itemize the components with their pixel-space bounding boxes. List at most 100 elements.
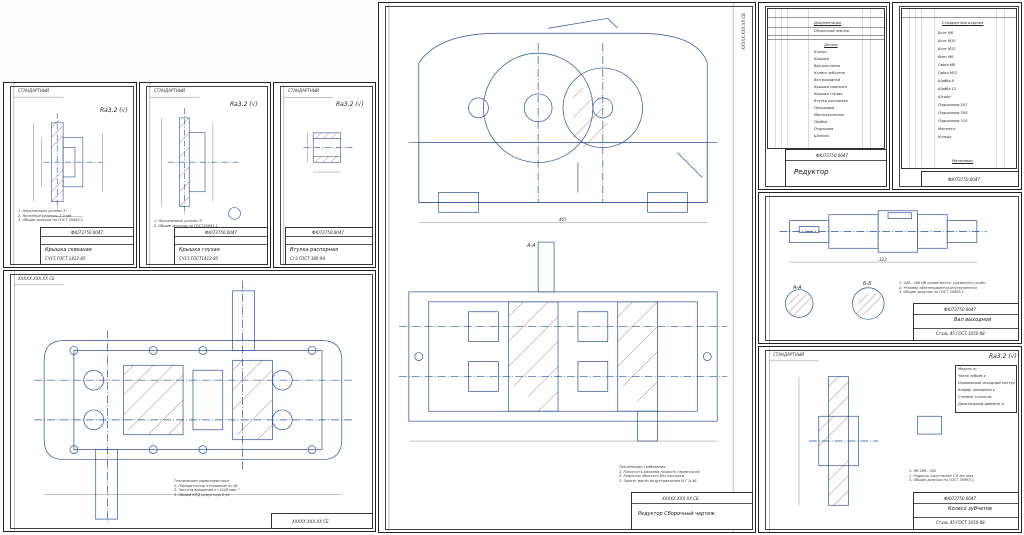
title-block: ФЮ73750.0047 (921, 171, 1019, 187)
gear-param: Делительный диаметр d (958, 402, 1004, 406)
part-material: СЧ15 ГОСТ1412-85 (179, 256, 219, 261)
format-label: СТАНДАРТНЫЙ (154, 88, 185, 93)
tech-characteristics: Технические характеристики 1. Передаточн… (174, 479, 240, 497)
spec-item: Отдушина (814, 127, 834, 131)
spec-item: Болт М8 (938, 31, 954, 35)
shaft-drawing (769, 193, 987, 343)
drawing-code: ХХХХХ.ХХХ.ХХ СБ (662, 496, 699, 501)
tech-requirements: Технические требования 1. Плоскость разъ… (619, 465, 700, 483)
sheet-tag: ХХХХХ.ХХХ.ХХ СБ (741, 13, 746, 50)
top-view-drawing (14, 271, 352, 531)
title-block: ФЮ73750.0047 Вал выходной Сталь 45 ГОСТ … (913, 303, 1019, 341)
spec-grid (909, 9, 1005, 168)
spec-item: Корпус (814, 50, 828, 54)
sheet-gear: СТАНДАРТНЫЙ Ra3,2 (√) Модуль m Число зуб… (758, 346, 1022, 533)
spec-item: Манжета (938, 127, 955, 131)
title-block: ФЮ73750.0047 Редуктор (785, 149, 887, 187)
gear-param: Число зубьев z (958, 374, 986, 378)
tech-notes: 1. Неуказанные уклоны 3° 2. Общие допуск… (154, 219, 218, 228)
format-label: СТАНДАРТНЫЙ (18, 88, 49, 93)
spec-item: Шайба 8 (938, 79, 954, 83)
bushing-drawing (283, 83, 353, 267)
title-block: ФЮ73750.0047 Колесо зубчатое Сталь 45 ГО… (913, 492, 1019, 530)
part-title: Крышка глухая (179, 247, 220, 253)
format-label: СТАНДАРТНЫЙ (288, 88, 319, 93)
spec-item: Подшипник 310 (938, 119, 968, 123)
roughness-symbol: Ra3,2 (√) (230, 101, 258, 108)
spec-item: Сборочный чертеж (814, 29, 850, 33)
sheet-shaft: 323 А-А Б-Б 1. 240...280 НВ кроме места,… (758, 192, 1022, 344)
gear-param: Степень точности (958, 395, 992, 399)
part-title: Редуктор Сборочный чертеж (638, 511, 715, 517)
gear-param: Нормальный исходный контур (958, 381, 1015, 385)
drawing-code: ФЮ73750.0047 (944, 307, 976, 312)
format-label: СТАНДАРТНЫЙ (773, 352, 804, 357)
gear-drawing (769, 347, 942, 532)
sheet-spec-2: Стандартные изделия Материалы Болт М8 Бо… (892, 2, 1022, 190)
spec-item: Подшипник 207 (938, 103, 968, 107)
section-heading: Материалы (952, 159, 973, 163)
blind-cover-drawing (149, 83, 241, 267)
spec-item: Втулка распорная (814, 99, 848, 103)
spec-item: Крышка глухая (814, 92, 843, 96)
title-block: ФЮ73750.0047 Крышка сквозная СЧ15 ГОСТ 1… (40, 227, 134, 265)
drawing-code: ФЮ73750.0047 (205, 230, 237, 235)
sheet-spec-1: Документация Детали Сборочный чертеж Кор… (758, 2, 890, 190)
sheet-tag: ХХХХХ.ХХХ.ХХ СБ (18, 276, 55, 281)
cover-drawing (13, 83, 103, 267)
gear-params-table: Модуль m Число зубьев z Нормальный исход… (955, 365, 1017, 413)
spec-item: Болт М12 (938, 47, 956, 51)
title-block: ФЮ73750.0047 Крышка глухая СЧ15 ГОСТ1412… (174, 227, 268, 265)
title-block: ХХХХХ.ХХХ.ХХ СБ Редуктор Сборочный черте… (631, 492, 753, 530)
part-title: Колесо зубчатое (948, 506, 993, 512)
part-material: Сталь 45 ГОСТ 1050-88 (936, 331, 985, 336)
drawing-code: ФЮ73750.0047 (948, 177, 980, 182)
overall-dimension: 465 (559, 217, 567, 222)
section-label: А-А (527, 243, 536, 249)
spec-item: Прокладка (814, 106, 835, 110)
drawing-code: ХХХХХ.ХХХ.ХХ СБ (292, 519, 329, 524)
overall-dimension: 323 (879, 257, 887, 262)
assembly-drawing (388, 3, 734, 532)
spec-item: Винт М6 (938, 55, 954, 59)
sheet-top-view: ХХХХХ.ХХХ.ХХ СБ Технические характеристи… (3, 270, 376, 532)
section-heading: Детали (824, 43, 838, 47)
part-material: Сталь 45 ГОСТ 1050-88 (936, 520, 985, 525)
gear-param: Модуль m (958, 367, 977, 371)
spec-item: Гайка М12 (938, 71, 958, 75)
sheet-assembly: А-А 465 ХХХХХ.ХХХ.ХХ СБ Технические треб… (378, 2, 756, 533)
section-label-a: А-А (793, 285, 802, 291)
spec-item: Крышка (814, 57, 829, 61)
gear-param: Коэфф. смещения x (958, 388, 995, 392)
roughness-symbol: Ra3,2 (√) (100, 107, 128, 114)
part-title: Втулка распорная (290, 247, 339, 253)
drawing-code: ФЮ73750.0047 (312, 230, 344, 235)
tech-notes: 1. 240...280 НВ кроме места, указанного … (899, 281, 986, 294)
spec-item: Маслоуказатель (814, 113, 845, 117)
part-title: Крышка сквозная (45, 247, 92, 253)
spec-item: Крышка сквозная (814, 85, 847, 89)
spec-item: Кольцо (938, 135, 952, 139)
sheet-cover-blind: СТАНДАРТНЫЙ Ra3,2 (√) 1. Неуказанные укл… (139, 82, 271, 268)
title-block: ХХХХХ.ХХХ.ХХ СБ (271, 513, 373, 529)
spec-item: Болт М10 (938, 39, 956, 43)
spec-table-2: Стандартные изделия Материалы Болт М8 Бо… (901, 8, 1017, 169)
sheet-bushing: СТАНДАРТНЫЙ Ra3,2 (√) ФЮ73750.0047 Втулк… (273, 82, 376, 268)
spec-item: Вал выходной (814, 78, 841, 82)
spec-grid (775, 9, 871, 148)
title-block: ФЮ73750.0047 Втулка распорная Ст3 ГОСТ 3… (285, 227, 373, 265)
spec-item: Подшипник 208 (938, 111, 968, 115)
section-heading: Стандартные изделия (942, 21, 984, 25)
section-label-b: Б-Б (863, 281, 872, 287)
part-material: Ст3 ГОСТ 380-94 (290, 256, 325, 261)
part-title: Редуктор (794, 168, 829, 176)
spec-item: Шайба 12 (938, 87, 957, 91)
spec-item: Колесо зубчатое (814, 71, 845, 75)
drawing-code: ФЮ73750.0047 (944, 496, 976, 501)
drawing-code: ФЮ73750.0047 (71, 230, 103, 235)
drawing-code: ФЮ73750.0047 (816, 153, 848, 158)
roughness-symbol: Ra3,2 (√) (989, 353, 1017, 360)
spec-item: Шпонка (814, 134, 829, 138)
section-heading: Документация (814, 21, 842, 25)
spec-item: Вал-шестерня (814, 64, 841, 68)
